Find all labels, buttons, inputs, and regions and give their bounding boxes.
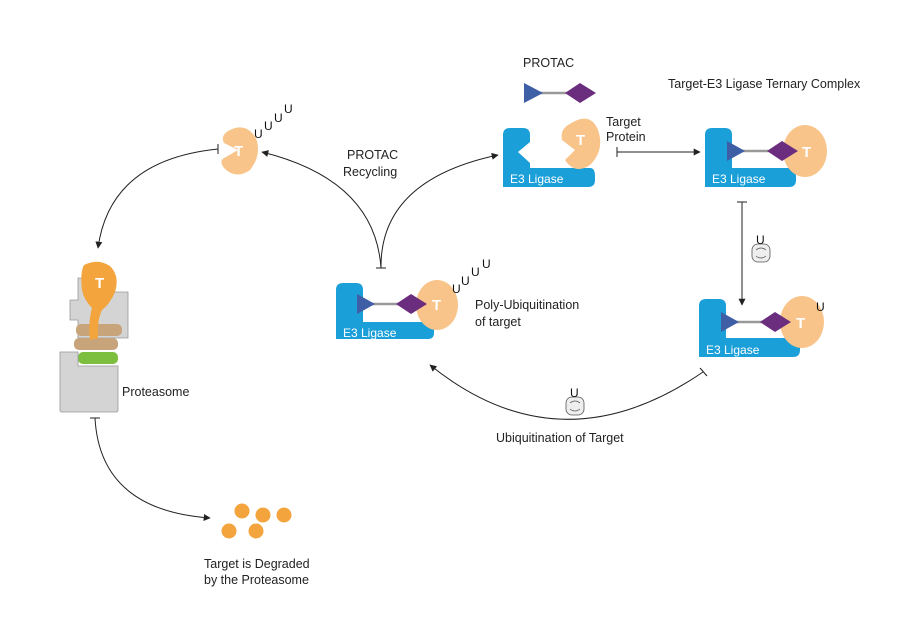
fragment xyxy=(255,507,271,523)
ubiquitin-tag: U xyxy=(264,119,273,133)
ubiquitin-tag: U xyxy=(461,274,470,288)
protac-label: PROTAC xyxy=(523,56,574,70)
ternary-complex: E3 Ligase T xyxy=(705,125,827,187)
proteasome-base xyxy=(59,351,119,413)
target-letter: T xyxy=(234,143,243,160)
poly-ubiquitinated-complex: E3 Ligase T U U U U xyxy=(336,257,491,340)
proteasome-label: Proteasome xyxy=(122,385,189,399)
protac-warhead-triangle xyxy=(721,312,739,332)
ternary-complex-label: Target-E3 Ligase Ternary Complex xyxy=(668,77,861,91)
target-protein-shape xyxy=(780,296,824,348)
degraded-label-1: Target is Degraded xyxy=(204,557,310,571)
protac-warhead-triangle xyxy=(357,294,375,314)
proteasome-ring xyxy=(74,338,118,350)
fragment xyxy=(234,503,250,519)
protac-warhead-triangle xyxy=(524,83,543,103)
poly-ubiquitination-label-2: of target xyxy=(475,315,521,329)
released-ubiquitinated-target: T U U U U xyxy=(221,102,293,175)
target-protein-label-1: Target xyxy=(606,115,641,129)
proteasome-ring xyxy=(78,352,118,364)
ubiquitin-icon: U xyxy=(751,233,771,263)
target-protein-shape xyxy=(416,280,458,330)
ubiquitin-tag: U xyxy=(254,127,263,141)
ubiquitination-label: Ubiquitination of Target xyxy=(496,431,624,445)
protac-e3-binder-diamond xyxy=(760,312,791,332)
poly-ubiquitination-label-1: Poly-Ubiquitination xyxy=(475,298,579,312)
arrow-protac-recycling xyxy=(380,152,499,269)
protac-e3-binder-diamond xyxy=(767,141,798,161)
fragment xyxy=(221,523,237,539)
e3-ligase-label: E3 Ligase xyxy=(510,172,564,186)
fragment xyxy=(276,507,292,523)
ubiquitin-icon: U xyxy=(565,386,585,416)
ubiquitin-letter: U xyxy=(756,233,765,247)
degraded-label-2: by the Proteasome xyxy=(204,573,309,587)
e3-ligase-shape xyxy=(503,128,595,187)
arrow-to-degradation xyxy=(94,417,211,522)
target-letter: T xyxy=(95,275,104,292)
proteasome: T xyxy=(59,261,129,413)
protac-e3-binder-diamond xyxy=(565,83,596,103)
ubiquitin-tag: U xyxy=(482,257,491,271)
target-letter: T xyxy=(432,297,441,314)
proteasome-ring xyxy=(76,324,122,336)
arrow-release-target xyxy=(261,150,382,269)
target-letter: T xyxy=(802,144,811,161)
protac-recycling-label-1: PROTAC xyxy=(347,148,398,162)
ubiquitin-tag: U xyxy=(274,111,283,125)
e3-ligase-label: E3 Ligase xyxy=(343,326,397,340)
target-being-degraded xyxy=(81,261,117,340)
target-protein-shape xyxy=(783,125,827,177)
ubiquitin-tag: U xyxy=(471,265,480,279)
protac-e3-binder-diamond xyxy=(396,294,427,314)
target-protein-free: T xyxy=(561,118,601,169)
protac-recycling-label-2: Recycling xyxy=(343,165,397,179)
protac-warhead-triangle xyxy=(727,141,745,161)
e3-ligase-free: E3 Ligase xyxy=(503,128,595,187)
e3-ligase-label: E3 Ligase xyxy=(712,172,766,186)
protac-molecule xyxy=(524,83,596,103)
ubiquitin-tag: U xyxy=(284,102,293,116)
degraded-fragments xyxy=(221,503,292,539)
target-protein-shape xyxy=(561,118,601,169)
target-protein-shape xyxy=(221,127,258,175)
target-protein-label-2: Protein xyxy=(606,130,646,144)
arrow-to-poly-ubiquitination xyxy=(429,364,704,420)
fragment xyxy=(248,523,264,539)
ubiquitin-tag: U xyxy=(452,282,461,296)
ubiquitin-tag: U xyxy=(816,300,825,314)
ubiquitinated-complex: E3 Ligase T U xyxy=(699,296,825,357)
arrow-to-proteasome xyxy=(95,148,219,249)
e3-ligase-shape xyxy=(699,299,800,357)
target-letter: T xyxy=(576,132,585,149)
target-letter: T xyxy=(796,315,805,332)
e3-ligase-label: E3 Ligase xyxy=(706,343,760,357)
ubiquitin-letter: U xyxy=(570,386,579,400)
